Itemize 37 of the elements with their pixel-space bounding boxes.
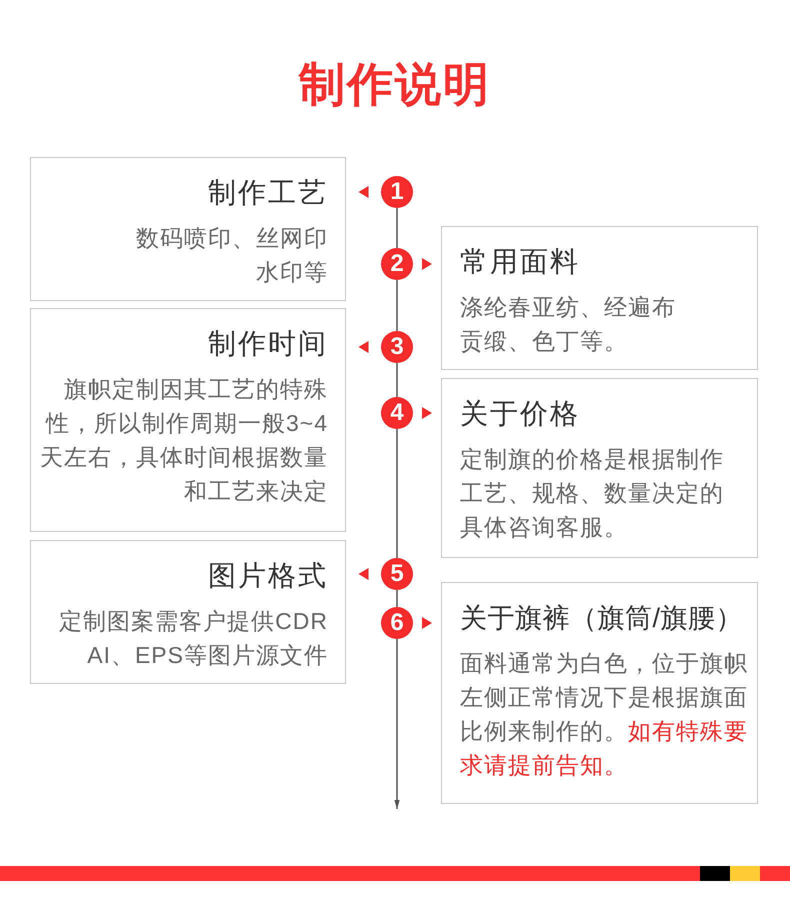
step-number: 2	[381, 248, 413, 280]
timeline-line	[396, 363, 398, 397]
card-description: 面料通常为白色，位于旗帜左侧正常情况下是根据旗面比例来制作的。如有特殊要求请提前告知。	[460, 649, 749, 780]
card-description: 涤纶春亚纺、经遍布贡缎、色丁等。	[460, 293, 677, 356]
timeline-line	[396, 280, 398, 331]
card-description: 定制旗的价格是根据制作工艺、规格、数量决定的具体咨询客服。	[460, 445, 725, 542]
step-number: 1	[381, 176, 413, 208]
timeline-arrow	[394, 639, 400, 809]
card-heading: 制作工艺	[208, 176, 328, 210]
card-description: 定制图案需客户提供CDR AI、EPS等图片源文件	[58, 607, 328, 670]
info-card	[30, 308, 346, 532]
info-card	[441, 226, 758, 370]
timeline-line	[396, 590, 398, 607]
step-number: 5	[381, 558, 413, 590]
pointer-arrow	[358, 568, 368, 580]
timeline-line	[396, 208, 398, 248]
card-heading: 关于旗裤（旗筒/旗腰）	[460, 602, 744, 635]
info-card	[30, 540, 346, 684]
page-title: 制作说明	[299, 57, 491, 112]
pointer-arrow	[358, 341, 368, 353]
timeline-line	[396, 429, 398, 558]
pointer-arrow	[422, 617, 432, 629]
info-card	[441, 582, 758, 804]
step-number: 4	[381, 397, 413, 429]
card-heading: 常用面料	[460, 245, 580, 279]
card-heading: 关于价格	[460, 397, 580, 431]
card-heading: 图片格式	[208, 559, 328, 593]
info-card	[30, 157, 346, 301]
step-number: 6	[381, 607, 413, 639]
card-description: 旗帜定制因其工艺的特殊性，所以制作周期一般3~4天左右，具体时间根据数量和工艺来决定	[39, 375, 328, 506]
info-card	[441, 378, 758, 558]
card-description: 数码喷印、丝网印水印等	[135, 224, 328, 287]
step-number: 3	[381, 331, 413, 363]
pointer-arrow	[422, 407, 432, 419]
pointer-arrow	[422, 258, 432, 270]
card-heading: 制作时间	[208, 327, 328, 361]
pointer-arrow	[358, 186, 368, 198]
